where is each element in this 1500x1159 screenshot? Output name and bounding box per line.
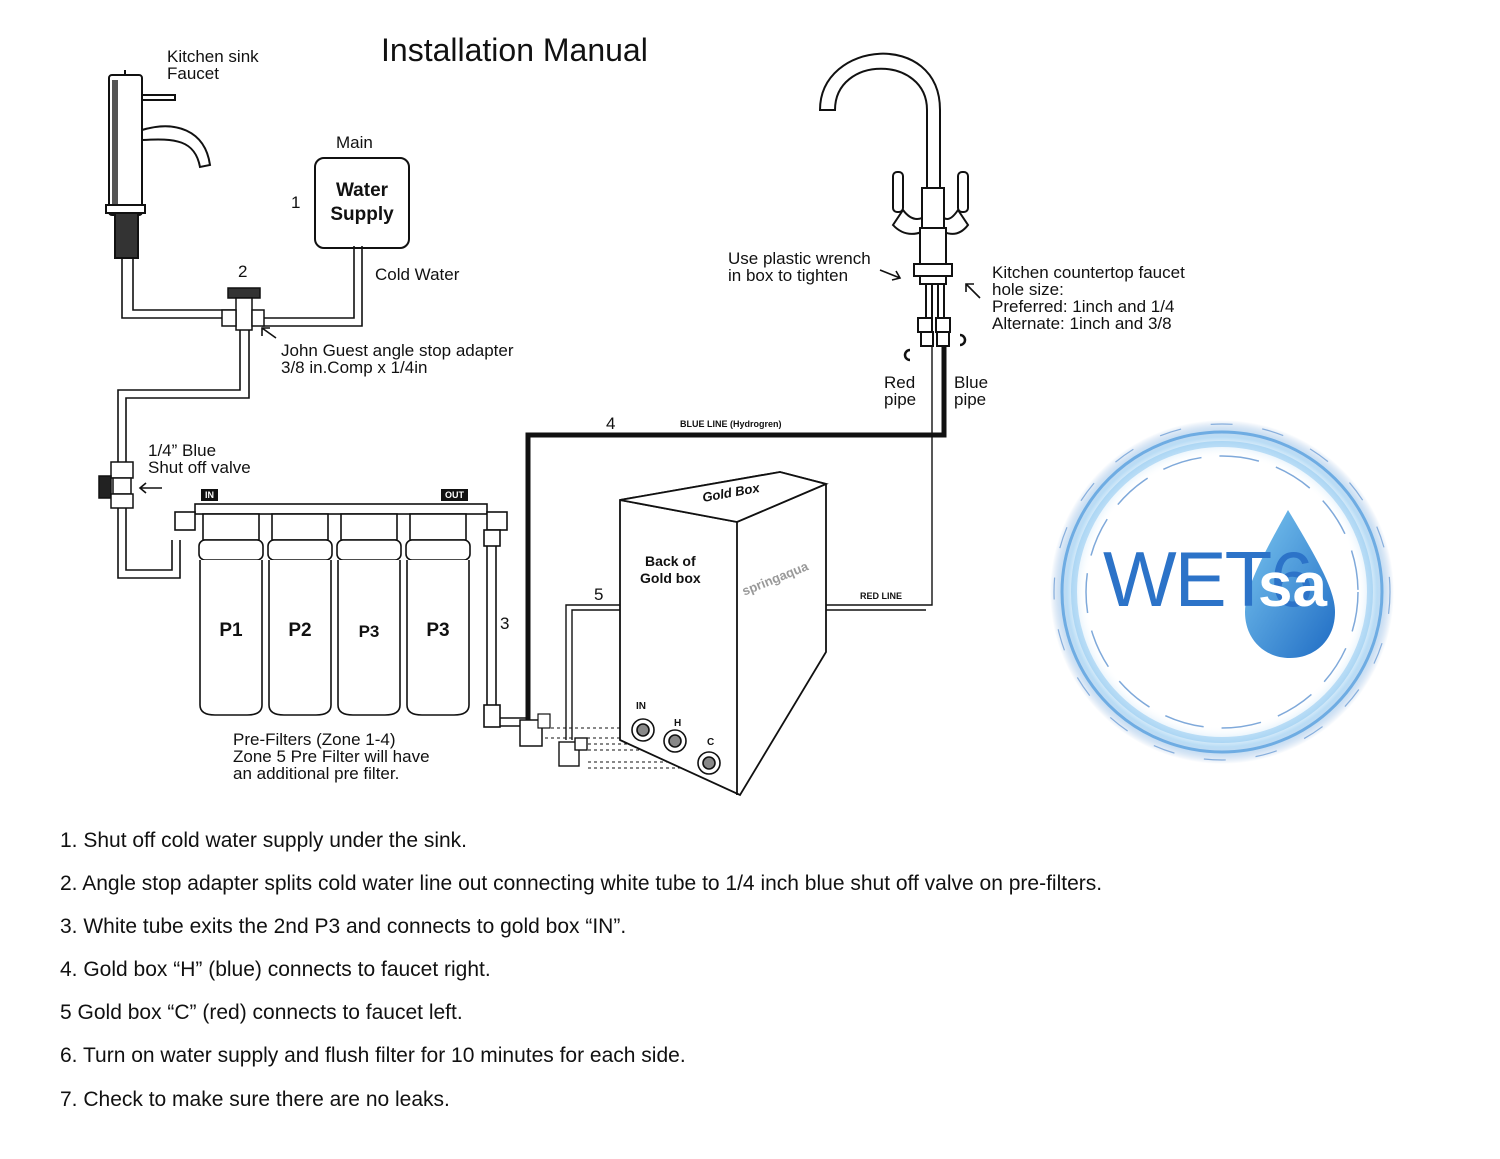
instruction-step-7: 7. Check to make sure there are no leaks…: [60, 1088, 450, 1111]
port-h-label: H: [674, 718, 682, 729]
step-number-4: 4: [606, 414, 616, 433]
gold-box: [619, 471, 829, 797]
countertop-faucet-icon: [818, 52, 970, 347]
countertop-hole-size-label: Kitchen countertop faucet hole size: Pre…: [992, 263, 1185, 333]
red-pipe-label: Red pipe: [884, 373, 917, 409]
cold-water-label: Cold Water: [375, 265, 460, 284]
john-guest-adapter-label: John Guest angle stop adapter 3/8 in.Com…: [281, 341, 514, 377]
step-number-1: 1: [291, 193, 301, 212]
filter-out-tag: OUT: [441, 489, 468, 501]
step-number-2: 2: [238, 262, 248, 281]
instruction-step-6: 6. Turn on water supply and flush filter…: [60, 1044, 686, 1067]
instruction-step-1: 1. Shut off cold water supply under the …: [60, 829, 468, 852]
gold-box-ports: [631, 718, 721, 775]
logo-wordmark: WET6: [1103, 535, 1314, 623]
water-supply-box: Water Supply: [314, 157, 410, 249]
angle-stop-adapter-icon: [221, 287, 265, 331]
logo-suffix: sa: [1258, 551, 1327, 620]
cold-water-tubing: [117, 246, 363, 579]
shut-off-valve-icon: [98, 461, 134, 509]
instruction-step-2: 2. Angle stop adapter splits cold water …: [60, 872, 1103, 895]
filter-label-p1: P1: [219, 620, 243, 641]
valve-pointer-arrow: [138, 482, 162, 494]
shut-off-valve-label: 1/4” Blue Shut off valve: [148, 441, 251, 477]
pre-filters-note: Pre-Filters (Zone 1-4) Zone 5 Pre Filter…: [233, 730, 430, 783]
port-in-label: IN: [636, 701, 646, 712]
filter-label-p3-first: P3: [358, 622, 380, 641]
instruction-step-3: 3. White tube exits the 2nd P3 and conne…: [60, 915, 627, 938]
main-label: Main: [336, 133, 373, 152]
step-number-5: 5: [594, 585, 604, 604]
blue-pipe-label: Blue pipe: [954, 373, 989, 409]
blue-line-hydrogen: [525, 340, 947, 720]
blue-line-label: BLUE LINE (Hydrogren): [680, 419, 782, 429]
port-c-label: C: [707, 737, 715, 748]
instruction-step-4: 4. Gold box “H” (blue) connects to fauce…: [60, 958, 491, 981]
wet6sa-logo-icon: [1050, 420, 1394, 764]
step-number-3: 3: [500, 614, 510, 633]
kitchen-sink-faucet-label: Kitchen sink Faucet: [167, 47, 259, 83]
pre-filter-housings: [174, 503, 508, 716]
wrench-pointer-arrow: [879, 269, 902, 281]
instruction-step-5: 5 Gold box “C” (red) connects to faucet …: [60, 1001, 463, 1024]
page-title: Installation Manual: [381, 32, 648, 68]
faucet-clips-icon: [903, 333, 967, 362]
white-tube-out-to-in: [483, 529, 528, 728]
back-of-gold-box-label: Back of Gold box: [640, 553, 701, 586]
filter-in-tag: IN: [201, 489, 218, 501]
adapter-pointer-arrow: [261, 327, 277, 339]
red-line-label: RED LINE: [860, 591, 903, 601]
kitchen-sink-faucet-icon: [105, 70, 212, 259]
hole-size-pointer-arrow: [965, 283, 981, 299]
installation-diagram: [98, 52, 1394, 797]
filter-label-p2: P2: [288, 620, 312, 641]
filter-label-p3-second: P3: [426, 620, 450, 641]
blue-line-fitting: [519, 719, 543, 747]
plastic-wrench-label: Use plastic wrench in box to tighten: [728, 249, 871, 285]
